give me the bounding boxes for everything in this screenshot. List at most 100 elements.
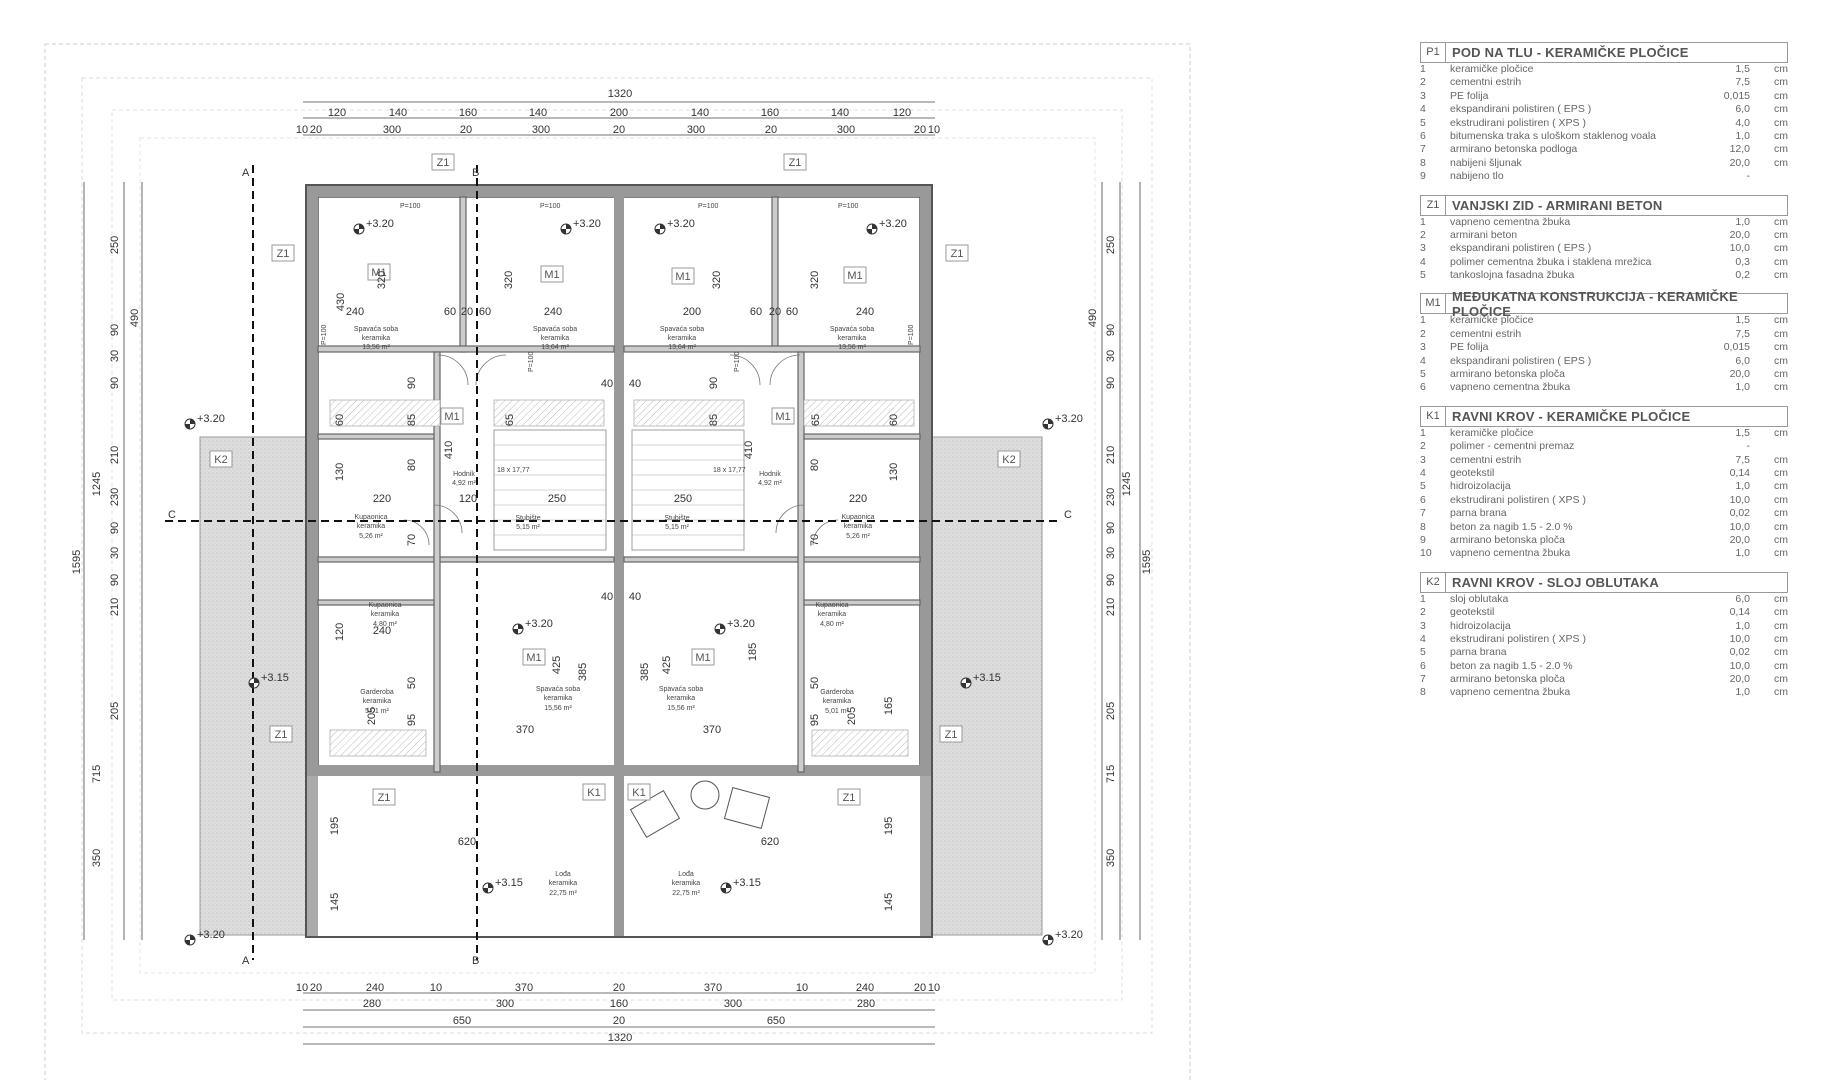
svg-text:320: 320 xyxy=(503,271,515,289)
bottom-dims-row2: 280 300 160 300 280 xyxy=(363,998,875,1010)
legend-cell-val: 0,14 xyxy=(1729,466,1750,479)
legend-cell-n: 1 xyxy=(1420,426,1426,439)
legend-cell-name: PE folija xyxy=(1450,341,1489,354)
level-marker: +3.15 xyxy=(720,877,761,894)
tag-z1: Z1 xyxy=(945,244,969,262)
legend-cell-val: 10,0 xyxy=(1729,632,1750,645)
svg-text:120: 120 xyxy=(893,107,911,119)
svg-text:240: 240 xyxy=(544,306,562,318)
svg-text:370: 370 xyxy=(516,724,534,736)
svg-text:280: 280 xyxy=(363,998,381,1010)
svg-text:4,92 m²: 4,92 m² xyxy=(452,480,476,487)
tag-z1: Z1 xyxy=(269,725,293,743)
legend-cell-unit: cm xyxy=(1774,156,1788,169)
legend-cell-n: 7 xyxy=(1420,673,1426,686)
svg-text:+3.15: +3.15 xyxy=(973,672,1001,684)
tag-m1: M1 xyxy=(691,648,715,666)
tag-m1: M1 xyxy=(843,266,867,284)
svg-text:20: 20 xyxy=(460,124,472,136)
svg-text:280: 280 xyxy=(857,998,875,1010)
svg-text:Garderoba: Garderoba xyxy=(360,689,394,696)
svg-text:250: 250 xyxy=(1105,236,1117,254)
svg-text:5,01 m²: 5,01 m² xyxy=(365,708,389,715)
legend-cell-val: 1,5 xyxy=(1735,63,1750,75)
legend-cell-n: 2 xyxy=(1420,327,1426,340)
svg-text:220: 220 xyxy=(373,493,391,505)
left-dim-mid: 1245 xyxy=(91,472,103,496)
right-dim-seq: 250 490 90 30 90 210 230 90 30 90 210 20… xyxy=(1087,236,1117,720)
svg-text:210: 210 xyxy=(1105,446,1117,464)
left-dim-715: 715 xyxy=(91,765,103,783)
svg-text:Lođa: Lođa xyxy=(678,871,694,878)
legend-cell-val: 1,0 xyxy=(1735,686,1750,699)
svg-text:250: 250 xyxy=(548,493,566,505)
svg-text:+3.20: +3.20 xyxy=(667,218,695,230)
svg-text:50: 50 xyxy=(809,677,821,689)
tag-z1: Z1 xyxy=(939,725,963,743)
legend-cell-n: 6 xyxy=(1420,493,1426,506)
svg-text:P=100: P=100 xyxy=(698,203,719,210)
svg-text:430: 430 xyxy=(335,293,347,311)
legend-cell-unit: cm xyxy=(1774,632,1788,645)
legend-cell-name: parna brana xyxy=(1450,507,1507,520)
svg-text:230: 230 xyxy=(1105,488,1117,506)
legend-cell-n: 6 xyxy=(1420,659,1426,672)
svg-text:20: 20 xyxy=(613,1015,625,1027)
svg-text:205: 205 xyxy=(846,707,858,725)
svg-text:4,80 m²: 4,80 m² xyxy=(820,621,844,628)
legend-cell-val: 0,14 xyxy=(1729,606,1750,619)
svg-text:200: 200 xyxy=(610,107,628,119)
legend-cell-name: ekstrudirani polistiren ( XPS ) xyxy=(1450,116,1586,129)
legend-cell-unit: cm xyxy=(1774,314,1788,327)
legend-cell-name: armirano betonska ploča xyxy=(1450,368,1565,381)
svg-text:Z1: Z1 xyxy=(945,729,958,741)
legend-cell-val: 7,5 xyxy=(1735,453,1750,466)
legend-cell-n: 7 xyxy=(1420,507,1426,520)
legend-cell-val: 1,5 xyxy=(1735,426,1750,439)
legend-cell-val: 20,0 xyxy=(1729,533,1750,546)
svg-text:4,80 m²: 4,80 m² xyxy=(373,621,397,628)
legend-cell-val: 10,0 xyxy=(1729,242,1750,255)
svg-text:65: 65 xyxy=(810,414,822,426)
svg-text:15,56 m²: 15,56 m² xyxy=(544,705,572,712)
level-marker-br: +3.20 xyxy=(1042,929,1083,946)
legend-cell-n: 4 xyxy=(1420,354,1426,367)
svg-text:Z1: Z1 xyxy=(789,157,802,169)
legend-cell-n: 8 xyxy=(1420,520,1426,533)
legend-cell-unit: cm xyxy=(1774,76,1788,89)
svg-text:90: 90 xyxy=(406,377,418,389)
legend-cell-unit: cm xyxy=(1774,327,1788,340)
svg-text:Z1: Z1 xyxy=(437,157,450,169)
tag-m1: M1 xyxy=(440,407,464,425)
legend-cell-val: 7,5 xyxy=(1735,327,1750,340)
legend-cell-unit: cm xyxy=(1774,520,1788,533)
legend-cell-n: 5 xyxy=(1420,269,1426,282)
svg-text:keramika: keramika xyxy=(363,698,392,705)
svg-text:Spavaća soba: Spavaća soba xyxy=(533,326,577,333)
legend-cell-unit xyxy=(1750,170,1788,183)
legend-title: VANJSKI ZID - ARMIRANI BETON xyxy=(1452,197,1663,213)
legend-cell-val: 12,0 xyxy=(1729,143,1750,156)
wardrobe-band-right xyxy=(633,399,745,427)
svg-text:5,26 m²: 5,26 m² xyxy=(846,533,870,540)
legend-cell-unit: cm xyxy=(1774,453,1788,466)
legend-cell-n: 3 xyxy=(1420,89,1426,102)
svg-text:M1: M1 xyxy=(775,411,790,423)
svg-text:keramika: keramika xyxy=(544,695,573,702)
legend-cell-name: geotekstil xyxy=(1450,466,1495,479)
legend-cell-name: vapneno cementna žbuka xyxy=(1450,381,1571,394)
svg-text:Z1: Z1 xyxy=(378,792,391,804)
legend-cell-name: sloj oblutaka xyxy=(1450,592,1509,605)
